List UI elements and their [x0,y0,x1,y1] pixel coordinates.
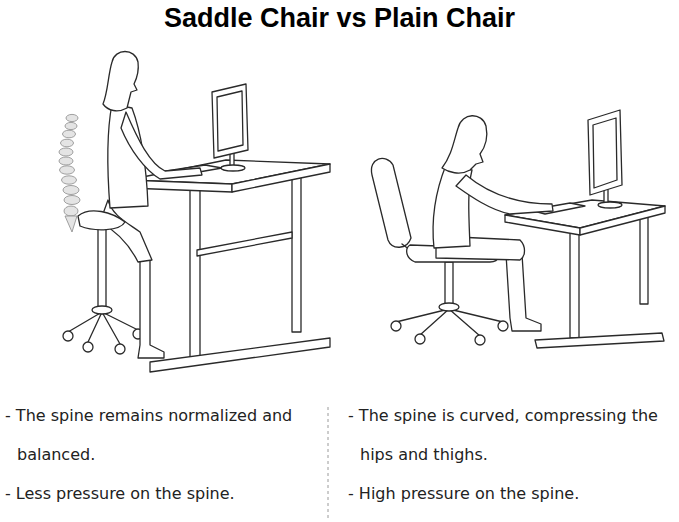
standing-desk [128,84,330,372]
desk-foot [150,338,330,372]
chair-wheel [475,335,485,345]
vertebra [64,196,80,205]
standing-woman [78,52,202,359]
vertebra [64,206,78,216]
desk-leg [640,212,648,304]
chair-wheel [498,321,508,331]
arm [456,175,553,214]
lower-leg [506,254,541,331]
vertebra [62,176,77,184]
lower-leg [138,258,164,358]
desk-edge [580,206,665,235]
chair-wheel [415,334,425,344]
monitor-screen [217,91,243,151]
desk-crossbar [197,232,292,256]
chair-wheel [391,321,401,331]
chair-wheel [63,331,73,341]
note-column: - The spine remains normalized and balan… [5,396,317,513]
vertebra [63,186,79,195]
spine [59,114,80,232]
chair-post [445,262,453,307]
chair-base [68,312,138,344]
vertebra [60,166,75,174]
chair-hub [439,303,459,311]
sitting-woman [433,116,553,331]
sacrum [65,216,77,232]
desk-leg [570,233,579,338]
desk-edge [505,215,580,235]
chair-post [98,226,106,310]
vertebra [59,148,73,156]
vertebra [65,122,77,129]
monitor-base [221,165,245,171]
vertebra [66,114,78,121]
head-hair [442,116,487,173]
vertebra [63,130,76,138]
note-text: - The spine is curved, compressing the h… [348,396,674,474]
desk-leg [190,188,200,360]
thigh [100,200,152,262]
vertebra [61,139,74,147]
note-text: - High pressure on the spine. [348,474,674,513]
monitor-screen [593,118,617,188]
chair-hub [92,306,112,314]
monitor-base [598,202,622,208]
title-wrap: Saddle Chair vs Plain Chair [0,1,679,35]
chair-wheel [115,344,125,354]
note-column: - The spine is curved, compressing the h… [348,396,674,513]
arm [121,112,202,179]
divider [328,407,329,521]
head-hair [103,52,138,111]
monitor [212,84,248,158]
monitor [588,110,622,195]
chair-back [371,158,411,247]
chair-wheel [83,342,93,352]
note-text: - Less pressure on the spine. [5,474,317,513]
desk-edge [232,164,330,192]
chair-base [396,309,503,336]
title: Saddle Chair vs Plain Chair [164,1,515,35]
vertebra [59,157,73,165]
note-text: - The spine remains normalized and balan… [5,396,317,474]
desk-leg [292,170,301,332]
desk-foot [535,333,664,348]
sitting-desk [505,110,665,348]
saddle-seat [78,211,125,230]
